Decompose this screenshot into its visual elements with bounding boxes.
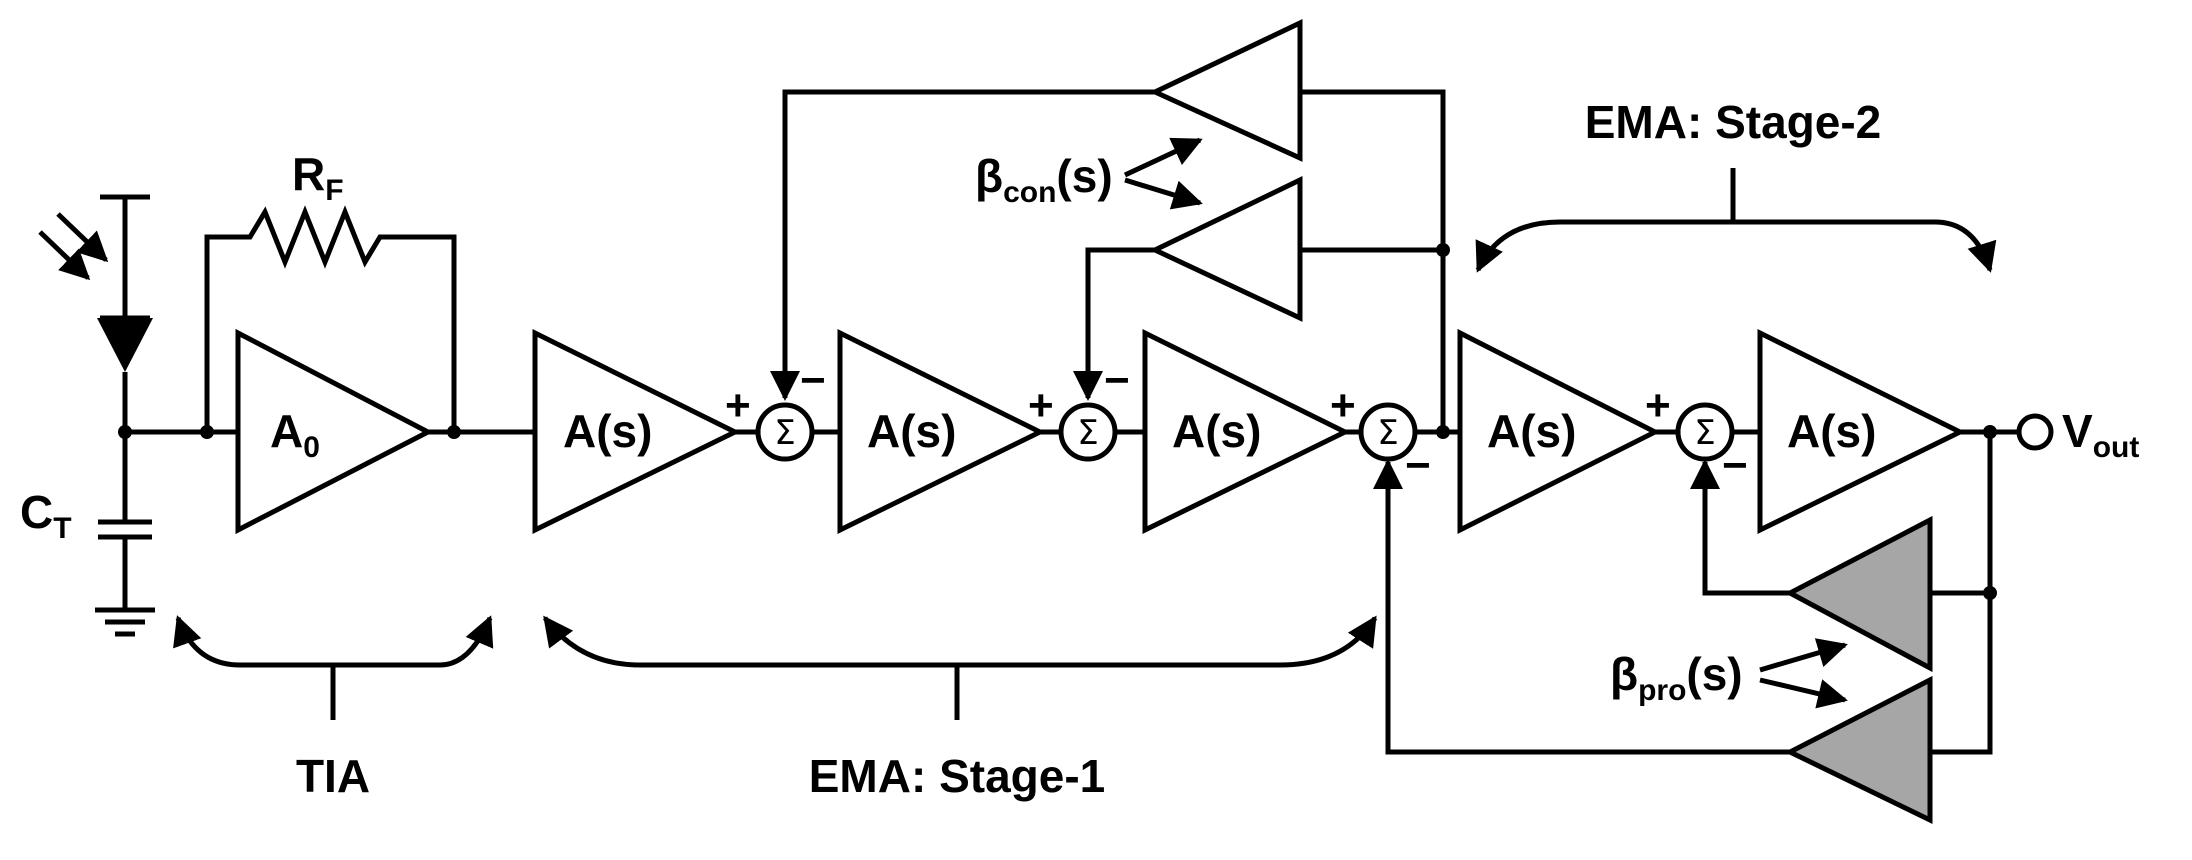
svg-text:βcon(s): βcon(s) [975, 150, 1113, 209]
feedback-wire-con-1 [1300, 89, 1446, 432]
beta-con-amplifier-1 [1149, 19, 1303, 162]
svg-text:Σ: Σ [774, 413, 795, 453]
summing-junction-1: Σ + − [725, 356, 826, 462]
summing-junction-2: Σ + − [1028, 356, 1130, 462]
as-label-5: A(s) [1787, 405, 1876, 457]
summing-junction-3: Σ + − [1330, 381, 1431, 490]
a0-label: A0 [270, 405, 320, 464]
output-terminal [2016, 413, 2054, 451]
ema-stage2-label: EMA: Stage-2 [1585, 96, 1881, 148]
input-capacitor: CT [20, 432, 152, 610]
beta-pro-amplifier-2 [1784, 675, 1933, 824]
tia-block: A0 RF [125, 148, 535, 535]
tia-amplifier [235, 328, 434, 535]
as-label-2: A(s) [867, 405, 956, 457]
minus-sign: − [800, 356, 826, 405]
beta-con-amplifier-2 [1149, 176, 1303, 322]
svg-text:Σ: Σ [1377, 413, 1398, 453]
beta-pro-amplifier-1 [1784, 515, 1933, 673]
plus-sign: + [1028, 381, 1054, 430]
svg-text:Σ: Σ [1694, 413, 1715, 453]
ground-symbol [95, 607, 155, 637]
amplifier-as-5 [1757, 328, 1966, 535]
as-label-1: A(s) [563, 405, 652, 457]
as-label-3: A(s) [1172, 405, 1261, 457]
feedback-wire-to-sum2 [1073, 247, 1155, 401]
feedback-wire-to-sum3 [1373, 459, 1790, 755]
amplifier-as-2 [837, 328, 1046, 535]
plus-sign: + [1330, 381, 1356, 430]
amplifier-as-4 [1457, 328, 1661, 535]
vout-label: Vout [2062, 405, 2139, 464]
feedback-wire-to-sum4 [1690, 459, 1790, 596]
amplifier-as-3 [1142, 328, 1351, 535]
feedback-resistor [204, 205, 457, 432]
minus-sign: − [1405, 441, 1431, 490]
tia-brace: TIA [173, 615, 494, 802]
ema-stage1-label: EMA: Stage-1 [809, 750, 1105, 802]
minus-sign: − [1104, 356, 1130, 405]
tia-label: TIA [296, 750, 370, 802]
ema-stage1-brace: EMA: Stage-1 [542, 615, 1378, 802]
rf-label: RF [292, 148, 344, 207]
feedback-wire-pro [1930, 432, 1993, 755]
ema-stage2-brace: EMA: Stage-2 [1475, 96, 1997, 273]
plus-sign: + [1645, 381, 1671, 430]
ct-label: CT [20, 486, 72, 545]
svg-text:βpro(s): βpro(s) [1610, 648, 1743, 707]
svg-text:Σ: Σ [1077, 413, 1098, 453]
as-label-4: A(s) [1487, 405, 1576, 457]
plus-sign: + [725, 381, 751, 430]
amplifier-as-1 [532, 328, 741, 535]
beta-pro-label: βpro(s) [1610, 638, 1848, 709]
feedback-wire-to-sum1 [770, 89, 1155, 401]
photodiode [38, 194, 153, 432]
minus-sign: − [1722, 441, 1748, 490]
summing-junction-4: Σ + − [1645, 381, 1748, 490]
beta-con-label: βcon(s) [975, 137, 1203, 210]
